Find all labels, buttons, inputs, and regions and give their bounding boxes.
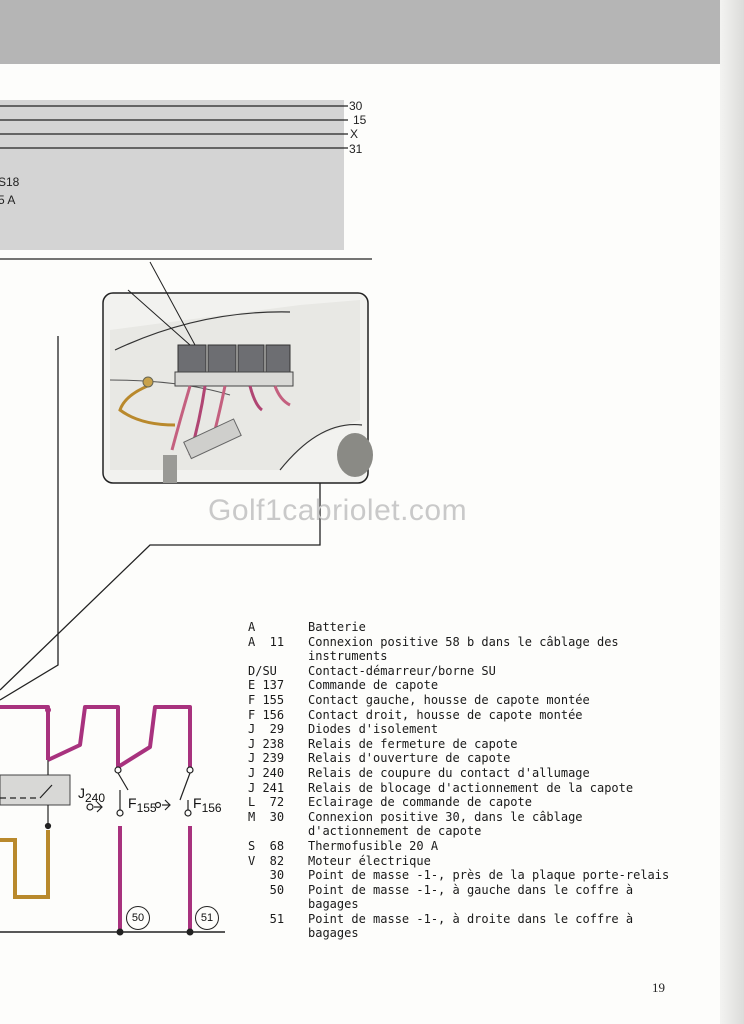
legend-description: Eclairage de commande de capote [308, 795, 532, 810]
terminal-bus-lines [0, 105, 348, 149]
legend-description: Point de masse -1-, près de la plaque po… [308, 868, 670, 883]
legend-description: Point de masse -1-, à gauche dans le cof… [308, 882, 634, 912]
legend-description: Commande de capote [308, 678, 439, 693]
legend-description: Relais de fermeture de capote [308, 736, 518, 751]
legend-description: Relais d'ouverture de capote [308, 751, 511, 766]
legend-code: M 30 [248, 809, 285, 824]
fuse-number-fragment: S18 [0, 175, 20, 189]
legend-description: Batterie [308, 620, 366, 634]
legend-row: J 29 Diodes d'isolement [248, 722, 688, 737]
ground-lead-outline [0, 336, 321, 701]
relay-photo-inset [102, 261, 373, 484]
legend-row: 51 Point de masse -1-, à droite dans le c… [248, 912, 688, 941]
legend-row: F 156 Contact droit, housse de capote mon… [248, 708, 688, 723]
legend-row: A Batterie [248, 620, 688, 635]
legend-code: V 82 [248, 853, 285, 868]
legend-code: J 29 [248, 722, 285, 737]
terminal-label-31: 31 [349, 142, 363, 156]
legend-code: 51 [248, 911, 285, 926]
component-label-f156: F156 [193, 795, 222, 815]
legend-row: J 240 Relais de coupure du contact d'allu… [248, 766, 688, 781]
legend-code: D/SU [248, 663, 277, 678]
legend-row: E 137 Commande de capote [248, 678, 688, 693]
fuse-panel-block [0, 100, 344, 250]
brown-wires [0, 830, 50, 899]
ground-point-50: 50 [126, 906, 150, 930]
legend-description: Moteur électrique [308, 853, 431, 868]
legend-row: D/SU Contact-démarreur/borne SU [248, 664, 688, 679]
legend-code: J 241 [248, 780, 285, 795]
switch-f155 [114, 766, 171, 817]
page-number: 19 [652, 980, 665, 995]
legend-code: E 137 [248, 678, 285, 693]
junction-dot [116, 928, 124, 936]
legend-row: L 72 Eclairage de commande de capote [248, 795, 688, 810]
legend-description: Contact-démarreur/borne SU [308, 663, 496, 678]
legend-code: J 238 [248, 736, 285, 751]
legend-description: Point de masse -1-, à droite dans le cof… [308, 911, 634, 941]
component-label-j240: J240 [78, 785, 106, 805]
legend-row: J 238 Relais de fermeture de capote [248, 737, 688, 752]
relay-j240-box [0, 774, 71, 806]
legend-description: Connexion positive 58 b dans le câblage … [308, 634, 619, 664]
legend-row: M 30 Connexion positive 30, dans le câbla… [248, 810, 688, 839]
legend-description: Diodes d'isolement [308, 722, 439, 737]
legend-row: 30 Point de masse -1-, près de la plaque … [248, 868, 688, 883]
component-legend: A Batterie A 11 Connexion positive 58 b da… [248, 620, 688, 941]
legend-code: A 11 [248, 634, 285, 649]
legend-description: Relais de coupure du contact d'allumage [308, 765, 590, 780]
top-grey-band [0, 0, 720, 64]
legend-row: V 82 Moteur électrique [248, 854, 688, 869]
watermark: Golf1cabriolet.com [208, 494, 468, 527]
legend-row: A 11 Connexion positive 58 b dans le câbl… [248, 635, 688, 664]
legend-code: A [248, 620, 256, 634]
legend-code: L 72 [248, 795, 285, 810]
legend-row: F 155 Contact gauche, housse de capote mo… [248, 693, 688, 708]
legend-row: S 68 Thermofusible 20 A [248, 839, 688, 854]
relay-j240-contact [0, 760, 53, 830]
legend-code: J 239 [248, 751, 285, 766]
terminal-label-30: 30 [349, 99, 363, 113]
legend-description: Thermofusible 20 A [308, 838, 439, 853]
relay-j240-arrow [86, 801, 103, 813]
legend-description: Contact gauche, housse de capote montée [308, 692, 590, 707]
junction-dot [186, 928, 194, 936]
relay-blocks [174, 344, 294, 387]
legend-code: J 240 [248, 765, 285, 780]
ground-point-51: 51 [195, 906, 219, 930]
legend-code: 30 [248, 868, 285, 883]
page-edge-shadow [720, 0, 744, 1024]
legend-code: F 155 [248, 692, 285, 707]
terminal-label-x: X [350, 127, 359, 141]
legend-description: Contact droit, housse de capote montée [308, 707, 583, 722]
legend-row: J 239 Relais d'ouverture de capote [248, 751, 688, 766]
legend-description: Relais de blocage d'actionnement de la c… [308, 780, 634, 795]
legend-code: S 68 [248, 838, 285, 853]
legend-code: 50 [248, 882, 285, 897]
switch-f156 [179, 766, 194, 817]
junction-dot [45, 707, 51, 713]
legend-code: F 156 [248, 707, 285, 722]
fuse-rating-fragment: 5 A [0, 193, 16, 207]
legend-description: Connexion positive 30, dans le câblage d… [308, 809, 583, 839]
legend-row: 50 Point de masse -1-, à gauche dans le c… [248, 883, 688, 912]
component-label-f155: F155 [128, 795, 157, 815]
terminal-label-15: 15 [353, 113, 367, 127]
legend-row: J 241 Relais de blocage d'actionnement de… [248, 781, 688, 796]
